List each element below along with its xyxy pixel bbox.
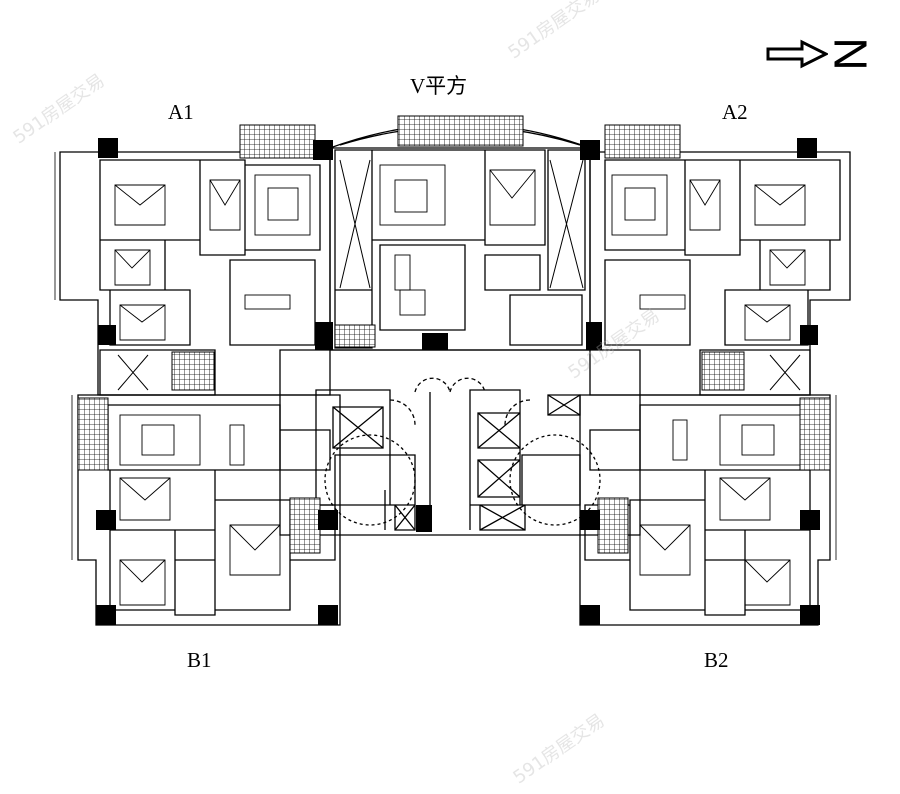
core-outline xyxy=(279,349,641,536)
arrow-right-icon xyxy=(766,39,828,69)
unit-label-a2: A2 xyxy=(722,100,748,124)
unit-label-a1: A1 xyxy=(168,100,194,124)
unit-v-outline xyxy=(329,147,591,351)
title-label: V平方 xyxy=(410,74,468,98)
unit-label-b1: B1 xyxy=(187,648,212,672)
north-indicator: N xyxy=(766,34,877,74)
structural-columns xyxy=(96,138,820,625)
unit-label-b2: B2 xyxy=(704,648,729,672)
north-label: N xyxy=(824,37,877,71)
